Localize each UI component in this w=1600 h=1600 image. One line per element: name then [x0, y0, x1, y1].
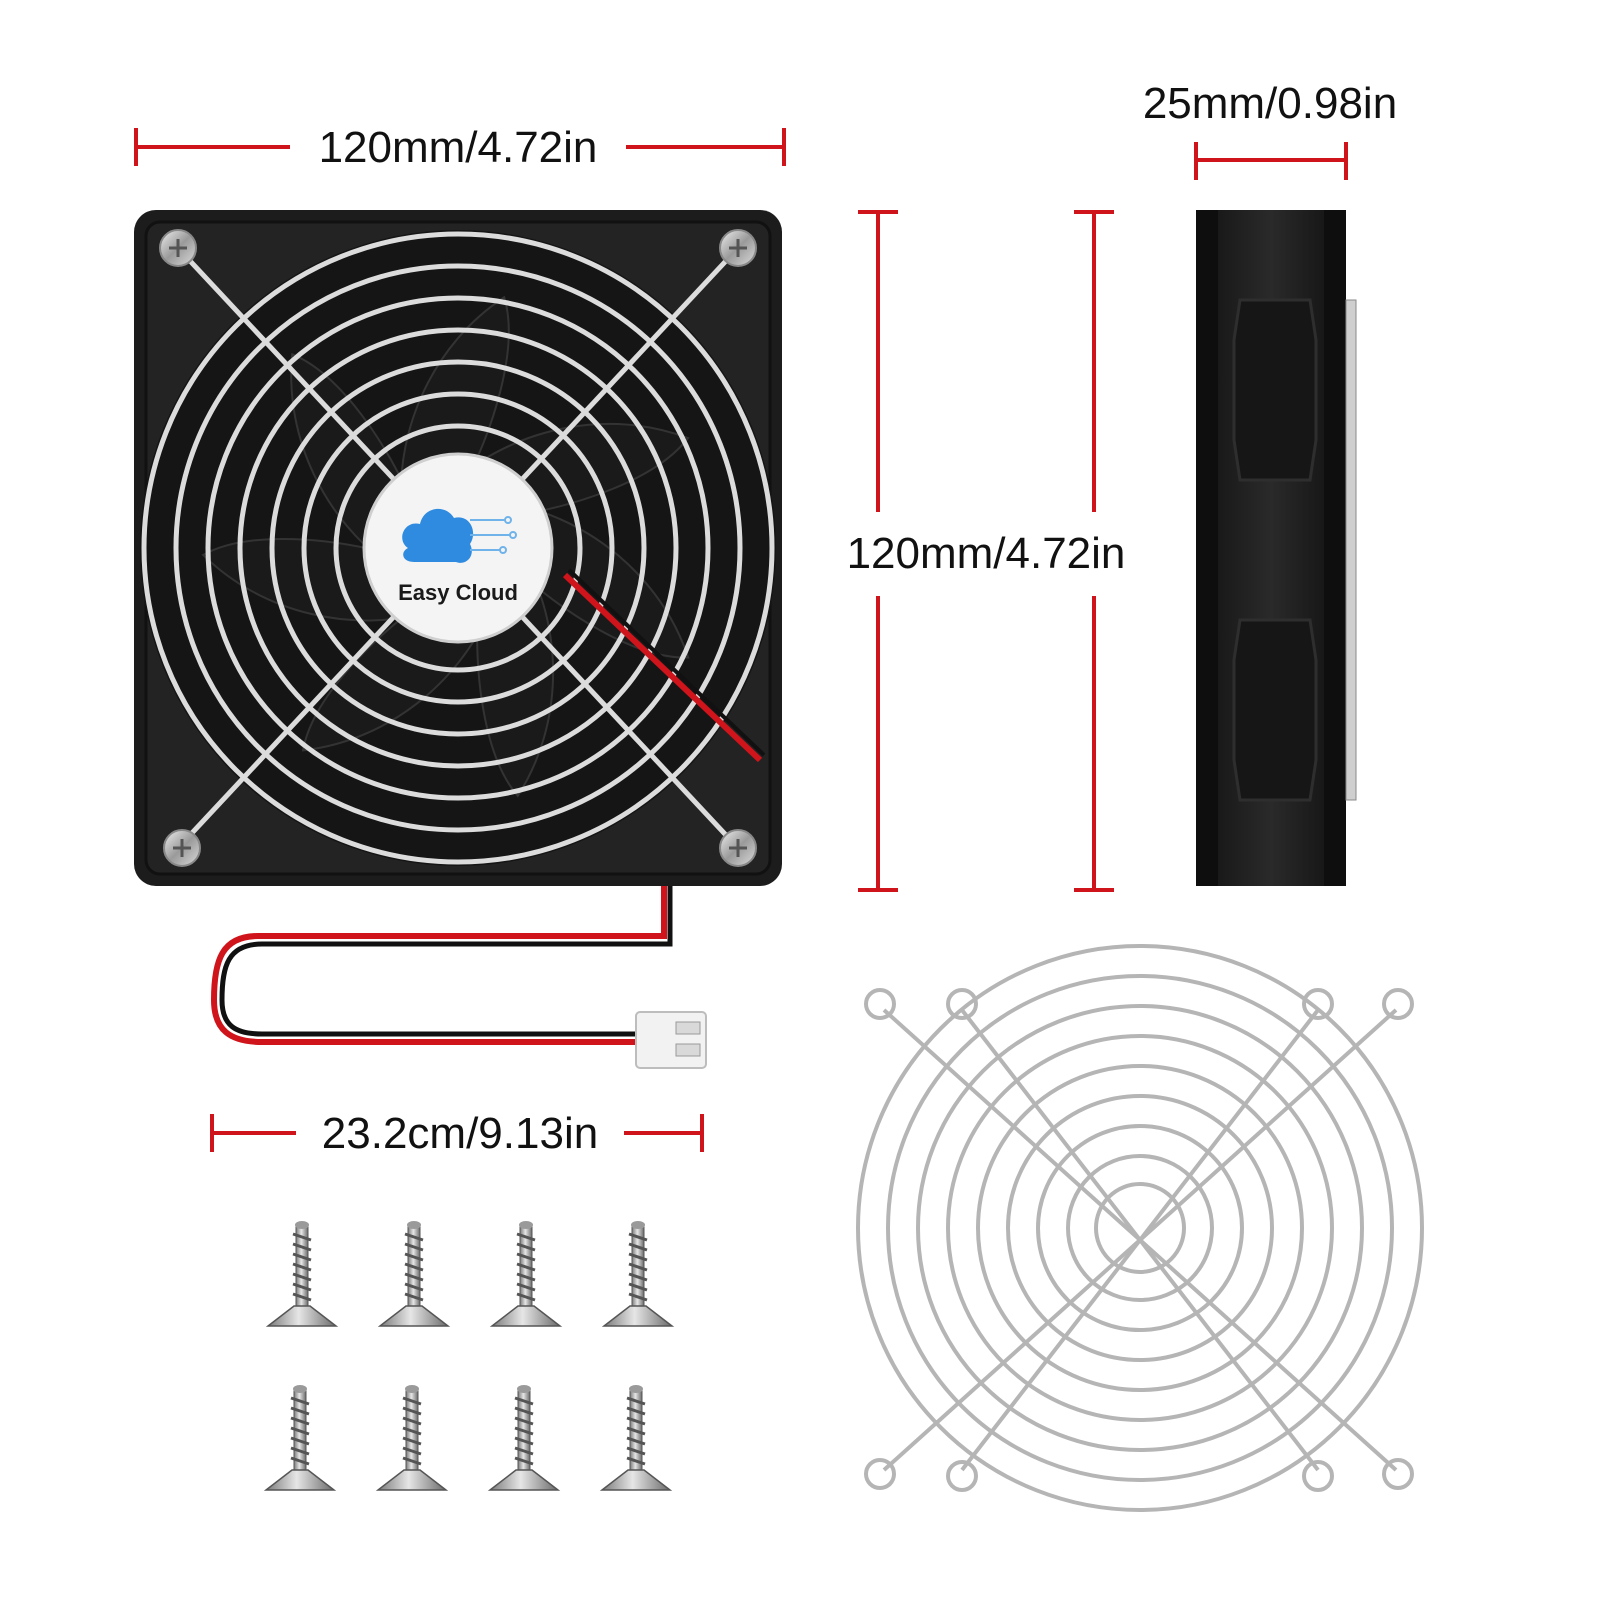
fan-cable: [210, 886, 673, 1045]
cable-length-label: 23.2cm/9.13in: [322, 1109, 598, 1158]
fan-grill: [856, 944, 1424, 1512]
mounting-holes: [159, 229, 757, 867]
screw: [490, 1219, 562, 1328]
dimension-width-top: [134, 128, 786, 166]
fan-depth-label: 25mm/0.98in: [1143, 79, 1397, 128]
logo-icon: [402, 508, 517, 563]
fan-front-view: Easy Cloud: [134, 210, 782, 886]
screw-set: [264, 1219, 674, 1492]
screw: [602, 1219, 674, 1328]
screw: [600, 1383, 672, 1492]
dimension-cable: [210, 1114, 704, 1152]
fan-side-view: [1196, 210, 1357, 886]
screw: [266, 1219, 338, 1328]
fan-width-label: 120mm/4.72in: [319, 123, 598, 172]
fan-connector: [635, 1011, 707, 1069]
screw: [376, 1383, 448, 1492]
dimension-depth: [1194, 142, 1348, 180]
logo-text: Easy Cloud: [398, 580, 518, 605]
screw: [488, 1383, 560, 1492]
fan-height-label: 120mm/4.72in: [847, 529, 1126, 578]
screw: [264, 1383, 336, 1492]
screw: [378, 1219, 450, 1328]
dimension-height: [858, 210, 1114, 892]
